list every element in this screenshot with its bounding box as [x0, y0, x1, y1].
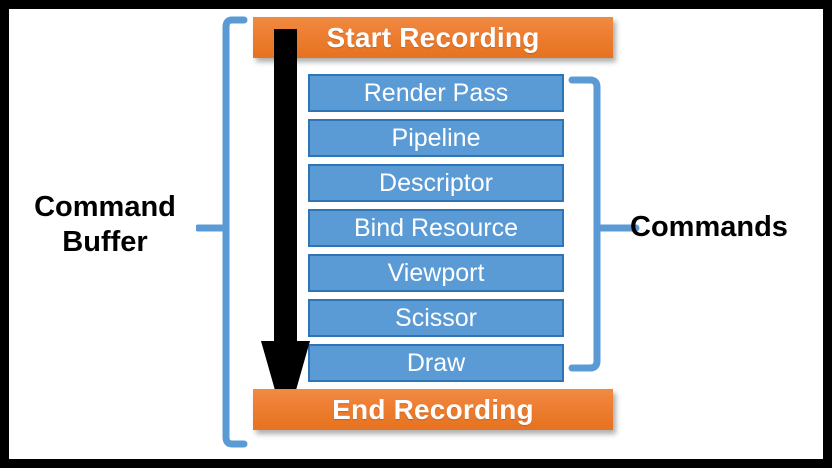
command-box-scissor[interactable]: Scissor	[308, 299, 564, 337]
command-box-bind-resource[interactable]: Bind Resource	[308, 209, 564, 247]
command-label: Bind Resource	[354, 213, 518, 242]
command-label: Draw	[406, 348, 466, 377]
command-label: Scissor	[395, 303, 477, 332]
end-recording-bar[interactable]: End Recording	[253, 389, 613, 430]
command-label: Pipeline	[391, 123, 481, 152]
start-recording-bar[interactable]: Start Recording	[253, 17, 613, 58]
command-label: Render Pass	[363, 78, 509, 107]
command-box-descriptor[interactable]: Descriptor	[308, 164, 564, 202]
command-buffer-label: Command Buffer	[34, 191, 176, 259]
command-box-viewport[interactable]: Viewport	[308, 254, 564, 292]
commands-label: Commands	[630, 211, 788, 243]
command-list: Render Pass Pipeline Descriptor Bind Res…	[308, 74, 564, 382]
command-label: Viewport	[387, 258, 485, 287]
end-recording-label: End Recording	[332, 393, 534, 425]
start-recording-label: Start Recording	[326, 21, 540, 53]
command-box-draw[interactable]: Draw	[308, 344, 564, 382]
command-label: Descriptor	[379, 168, 493, 197]
command-box-render-pass[interactable]: Render Pass	[308, 74, 564, 112]
